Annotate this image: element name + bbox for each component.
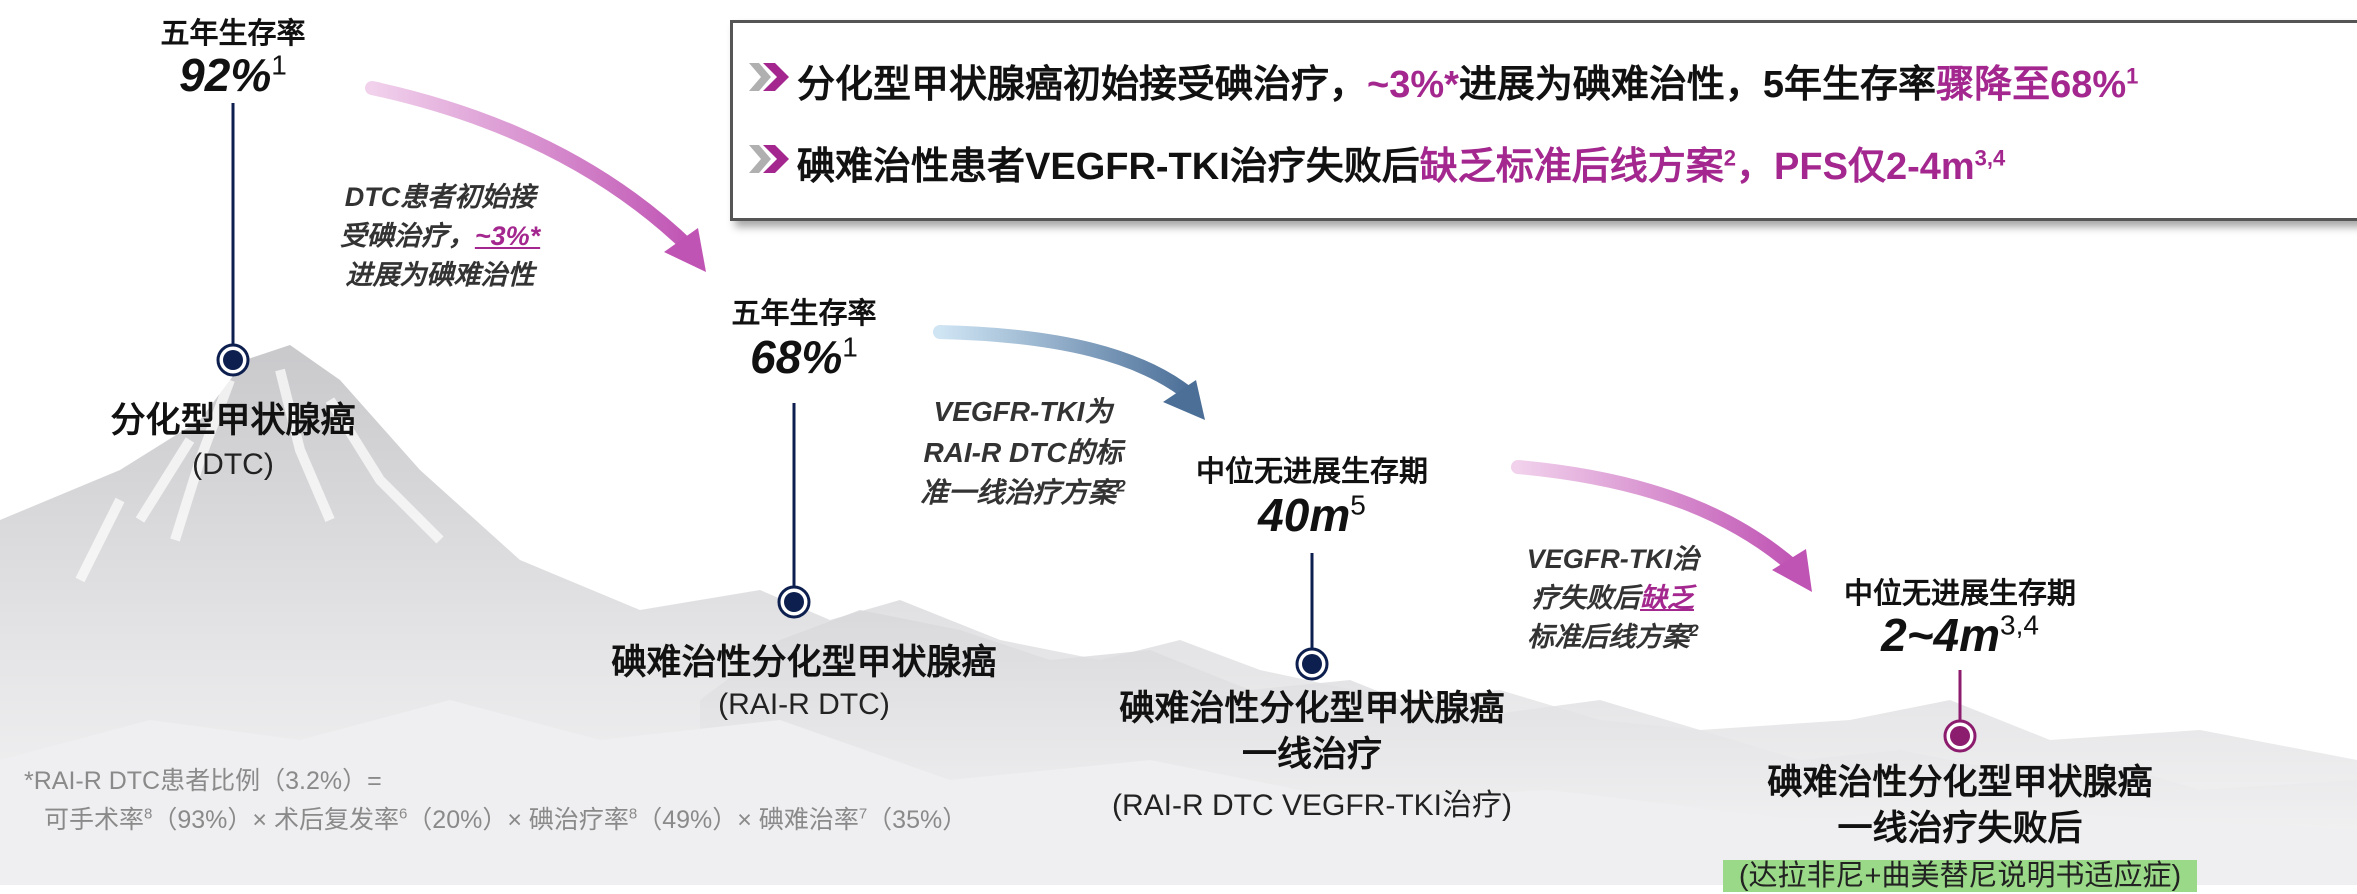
stage4-value: 2~4m3,4 xyxy=(1881,609,2039,661)
stage3-sub: (RAI-R DTC VEGFR-TKI治疗) xyxy=(1112,789,1512,822)
stage4-name: 碘难治性分化型甲状腺癌 一线治疗失败后 xyxy=(1767,763,2153,848)
stage4-label: 中位无进展生存期 xyxy=(1843,578,2076,610)
snow-texture xyxy=(75,368,444,583)
footnote: *RAI-R DTC患者比例（3.2%）= 可手术率8（93%）× 术后复发率6… xyxy=(24,767,968,834)
stage1-value: 92%1 xyxy=(179,49,287,101)
stage1-label: 五年生存率 xyxy=(160,18,306,50)
stage3-value: 40m5 xyxy=(1258,489,1366,541)
stage2-label: 五年生存率 xyxy=(731,298,877,330)
key-message-2: 碘难治性患者VEGFR-TKI治疗失败后缺乏标准后线方案2，PFS仅2-4m3,… xyxy=(747,135,2005,190)
stage2-sub: (RAI-R DTC) xyxy=(718,688,890,721)
double-chevron-icon xyxy=(747,57,797,107)
annotation-1: DTC患者初始接 受碘治疗，~3%* 进展为碘难治性 xyxy=(339,182,541,291)
key-message-1: 分化型甲状腺癌初始接受碘治疗，~3%*进展为碘难治性，5年生存率骤降至68%1 xyxy=(747,53,2138,108)
arrow-1 xyxy=(365,81,697,255)
mountain-foreground xyxy=(0,700,2357,885)
arrow-3 xyxy=(1511,460,1802,575)
annotation-3: VEGFR-TKI治 疗失败后缺乏 标准后线方案2 xyxy=(1526,544,1700,653)
key-message-box: 分化型甲状腺癌初始接受碘治疗，~3%*进展为碘难治性，5年生存率骤降至68%1 … xyxy=(730,20,2357,221)
stage1-name: 分化型甲状腺癌 xyxy=(110,401,356,440)
stage3-name: 碘难治性分化型甲状腺癌 一线治疗 xyxy=(1119,689,1505,774)
double-chevron-icon xyxy=(747,139,797,189)
stage3-label: 中位无进展生存期 xyxy=(1195,456,1428,488)
stage4-sub: (达拉非尼+曲美替尼说明书适应症) xyxy=(1670,852,2250,894)
arrow-2 xyxy=(933,325,1197,402)
stage2-value: 68%1 xyxy=(750,331,858,383)
annotation-2: VEGFR-TKI为 RAI-R DTC的标 准一线治疗方案2 xyxy=(920,396,1126,509)
stage1-sub: (DTC) xyxy=(192,448,274,481)
stage2-name: 碘难治性分化型甲状腺癌 xyxy=(611,643,997,682)
